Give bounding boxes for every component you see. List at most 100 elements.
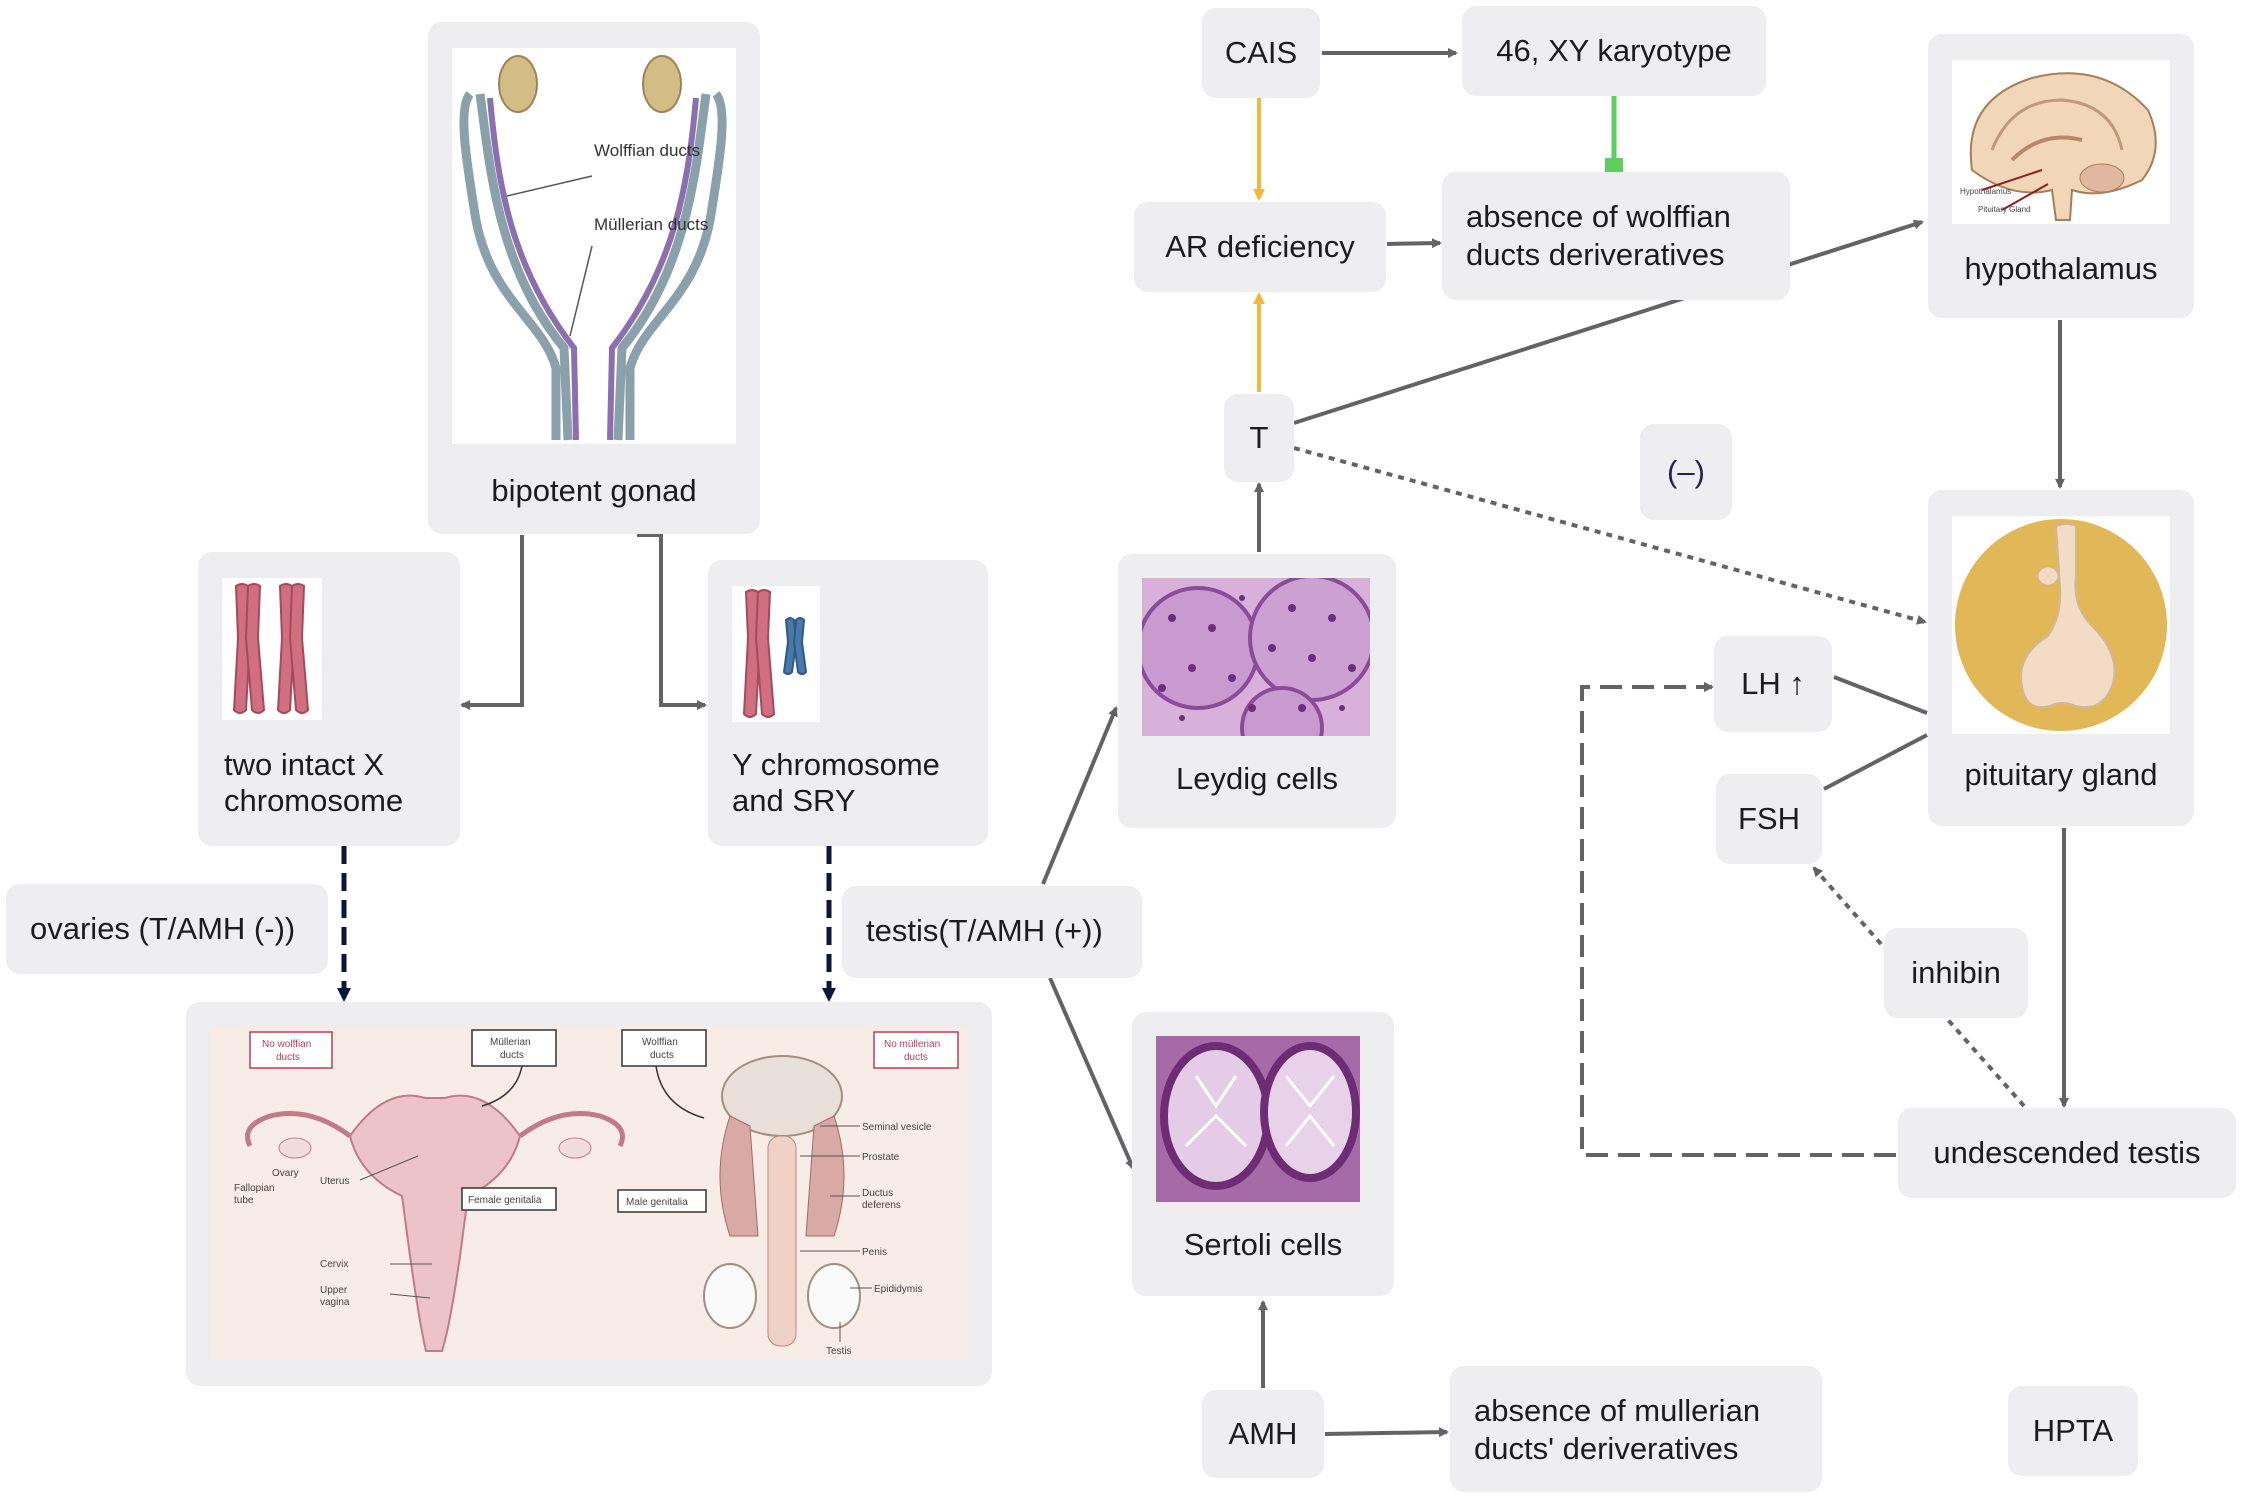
- hypothalamus-node[interactable]: Hypothalamus Pituitary Gland hypothalamu…: [1928, 34, 2194, 318]
- negative-feedback-label: (–): [1667, 454, 1705, 489]
- svg-text:deferens: deferens: [862, 1200, 901, 1211]
- karyotype-node[interactable]: 46, XY karyotype: [1462, 6, 1766, 96]
- svg-text:Wolffian: Wolffian: [642, 1037, 678, 1048]
- right-gonad-icon: [642, 55, 682, 113]
- svg-text:Upper: Upper: [320, 1285, 348, 1296]
- amh-label: AMH: [1228, 1416, 1298, 1451]
- ar-deficiency-label: AR deficiency: [1165, 229, 1355, 264]
- gonad-duct-illustration: Wolffian ducts Müllerian ducts: [452, 48, 736, 444]
- svg-text:Penis: Penis: [862, 1247, 887, 1258]
- tag-male: Male genitalia: [626, 1197, 688, 1208]
- testis-label: testis(T/AMH (+)): [866, 913, 1103, 948]
- inhibin-node[interactable]: inhibin: [1884, 928, 2028, 1018]
- fsh-node[interactable]: FSH: [1716, 774, 1822, 864]
- ar-deficiency-node[interactable]: AR deficiency: [1134, 202, 1386, 292]
- vagina-label-2: vagina: [320, 1297, 350, 1308]
- fallopian-label-1: Fallopian: [234, 1183, 275, 1194]
- hypo-img-label-2: Pituitary Gland: [1978, 205, 2030, 214]
- edge-pituitary-to-lh: [1833, 675, 1928, 715]
- svg-text:vagina: vagina: [320, 1297, 350, 1308]
- male-genitalia-drawing: Seminal vesicle Prostate Ductus deferens…: [703, 1055, 932, 1357]
- y-sry-node[interactable]: Y chromosome and SRY: [708, 560, 988, 846]
- svg-text:Wolffian ducts: Wolffian ducts: [594, 141, 700, 160]
- edge-pituitary-to-fsh: [1823, 733, 1928, 791]
- vagina-label-1: Upper: [320, 1285, 348, 1296]
- amh-node[interactable]: AMH: [1202, 1390, 1324, 1478]
- absence-wolffian-node[interactable]: absence of wolffian ducts deriveratives: [1442, 172, 1790, 300]
- uterus-label: Uterus: [320, 1176, 349, 1187]
- prostate-label: Prostate: [862, 1152, 900, 1163]
- edge-t-to-pituitary-dotted: [1293, 446, 1927, 625]
- two-x-node[interactable]: two intact X chromosome: [198, 552, 460, 846]
- hpta-node[interactable]: HPTA: [2008, 1386, 2138, 1476]
- pituitary-node[interactable]: pituitary gland: [1928, 490, 2194, 826]
- absence-mullerian-label-1: absence of mullerian: [1474, 1393, 1761, 1428]
- leydig-node[interactable]: Leydig cells: [1118, 554, 1396, 828]
- hypo-img-label-1: Hypothalamus: [1960, 187, 2011, 196]
- bipotent-gonad-node[interactable]: Wolffian ducts Müllerian ducts bipotent …: [428, 22, 760, 534]
- xx-chromosome-icon: [222, 578, 322, 720]
- undescended-testis-label: undescended testis: [1933, 1135, 2201, 1170]
- two-x-label-2: chromosome: [224, 783, 404, 818]
- svg-text:ducts: ducts: [904, 1052, 928, 1063]
- t-node[interactable]: T: [1224, 394, 1294, 482]
- tag-no-mullerian-2: ducts: [904, 1052, 928, 1063]
- left-gonad-icon: [498, 55, 538, 113]
- svg-text:Müllerian ducts: Müllerian ducts: [594, 215, 708, 234]
- testis-node[interactable]: testis(T/AMH (+)): [842, 886, 1142, 978]
- lh-node[interactable]: LH ↑: [1714, 636, 1832, 732]
- sertoli-histology-image: [1156, 1036, 1360, 1202]
- xy-chromosome-icon: [732, 586, 820, 722]
- inhibin-label: inhibin: [1911, 955, 2001, 990]
- fsh-label: FSH: [1738, 801, 1800, 836]
- tag-no-mullerian-1: No müllerian: [884, 1039, 940, 1050]
- svg-text:tube: tube: [234, 1195, 254, 1206]
- svg-text:Pituitary Gland: Pituitary Gland: [1978, 205, 2030, 214]
- absence-wolffian-label-1: absence of wolffian: [1466, 199, 1731, 234]
- cais-node[interactable]: CAIS: [1202, 8, 1320, 98]
- svg-text:Female genitalia: Female genitalia: [468, 1195, 542, 1206]
- absence-mullerian-node[interactable]: absence of mullerian ducts' deriverative…: [1450, 1366, 1822, 1492]
- genitalia-panel[interactable]: Ovary Fallopian tube Uterus Cervix Upper…: [186, 1002, 992, 1386]
- y-sry-label-1: Y chromosome: [732, 747, 940, 782]
- ovaries-node[interactable]: ovaries (T/AMH (-)): [6, 884, 328, 974]
- bipotent-gonad-label: bipotent gonad: [491, 473, 697, 508]
- tag-wolffian-1: Wolffian: [642, 1037, 678, 1048]
- epididymis-label: Epididymis: [874, 1284, 922, 1295]
- tag-mullerian-2: ducts: [500, 1050, 524, 1061]
- svg-text:ducts: ducts: [500, 1050, 524, 1061]
- gonad-mullerian-label: Müllerian ducts: [594, 215, 708, 234]
- hypothalamus-label: hypothalamus: [1964, 251, 2158, 286]
- tag-mullerian-1: Müllerian: [490, 1037, 531, 1048]
- absence-mullerian-label-2: ducts' deriveratives: [1474, 1431, 1739, 1466]
- svg-text:Cervix: Cervix: [320, 1259, 348, 1270]
- undescended-testis-node[interactable]: undescended testis: [1898, 1108, 2236, 1198]
- genitalia-illustration: Ovary Fallopian tube Uterus Cervix Upper…: [210, 1026, 968, 1360]
- edge-amh-to-abs-mullerian: [1324, 1427, 1449, 1438]
- two-x-label-1: two intact X: [224, 747, 385, 782]
- tag-female: Female genitalia: [468, 1195, 542, 1206]
- karyotype-label: 46, XY karyotype: [1496, 33, 1732, 68]
- lh-label: LH ↑: [1741, 666, 1805, 701]
- svg-text:No wolffian: No wolffian: [262, 1039, 311, 1050]
- sertoli-node[interactable]: Sertoli cells: [1132, 1012, 1394, 1296]
- edge-ar-to-abs-wolffian: [1386, 238, 1442, 249]
- svg-text:Prostate: Prostate: [862, 1152, 900, 1163]
- svg-text:ducts: ducts: [650, 1050, 674, 1061]
- svg-text:Testis: Testis: [826, 1346, 852, 1357]
- ovary-label: Ovary: [272, 1168, 299, 1179]
- svg-text:Fallopian: Fallopian: [234, 1183, 275, 1194]
- svg-text:Hypothalamus: Hypothalamus: [1960, 187, 2011, 196]
- edge-testis-to-leydig: [1041, 706, 1118, 885]
- seminal-label: Seminal vesicle: [862, 1122, 932, 1133]
- tag-wolffian-2: ducts: [650, 1050, 674, 1061]
- pituitary-label: pituitary gland: [1964, 757, 2158, 792]
- gonad-wolffian-label: Wolffian ducts: [594, 141, 700, 160]
- svg-text:Müllerian: Müllerian: [490, 1037, 531, 1048]
- penis-label: Penis: [862, 1247, 887, 1258]
- svg-text:Ovary: Ovary: [272, 1168, 299, 1179]
- ductus-label-1: Ductus: [862, 1188, 893, 1199]
- negative-feedback-node[interactable]: (–): [1640, 424, 1732, 520]
- hpta-label: HPTA: [2032, 1413, 2114, 1448]
